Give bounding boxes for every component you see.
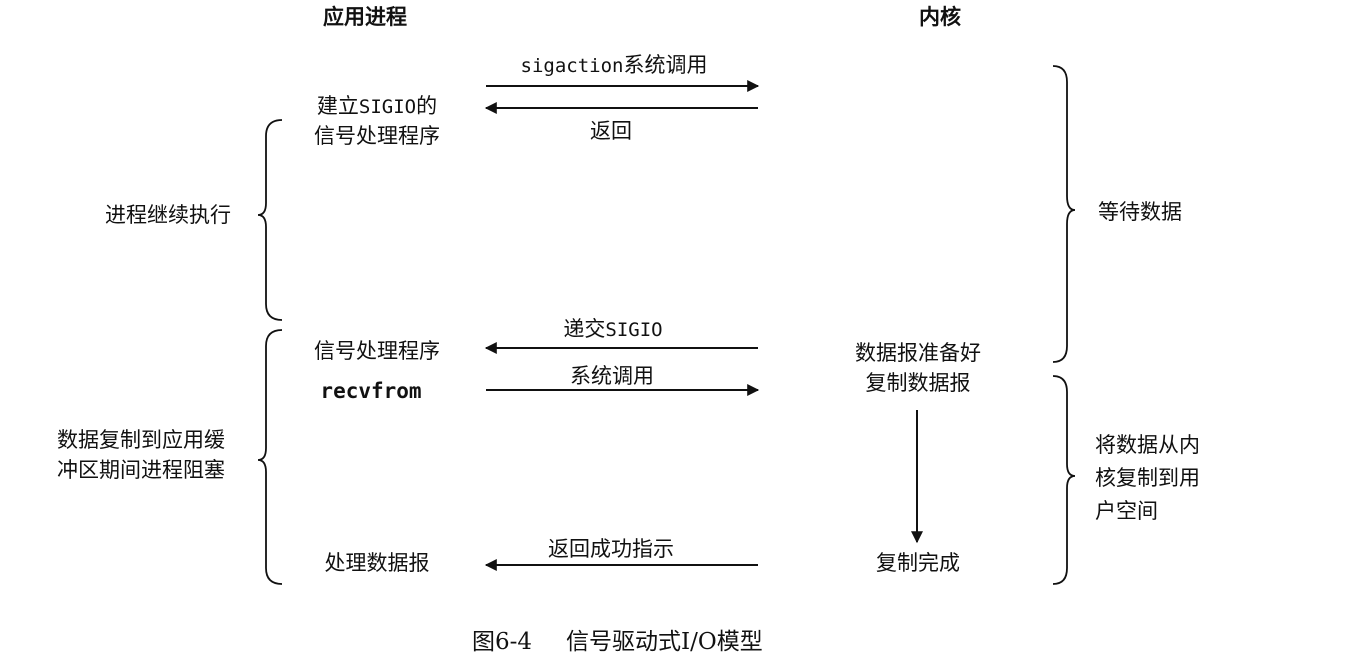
copy-complete-label: 复制完成 [876,551,960,575]
datagram-ready-label: 数据报准备好 [855,341,981,365]
copy-label-line3: 户空间 [1095,499,1158,523]
signal-handler-label: 信号处理程序 [314,339,440,363]
figure-number: 图6-4 [472,629,532,655]
return-label: 返回 [590,119,632,143]
copy-label-line2: 核复制到用 [1095,466,1200,490]
return-success-label: 返回成功指示 [548,537,674,561]
app-process-header: 应用进程 [323,5,407,29]
syscall-label: 系统调用 [570,364,654,388]
process-datagram-label: 处理数据报 [325,551,430,575]
blocked-label-line1: 数据复制到应用缓 [57,428,225,452]
establish-handler-label: 信号处理程序 [314,124,440,148]
wait-for-data-label: 等待数据 [1098,200,1182,224]
copy-datagram-label: 复制数据报 [866,371,971,395]
right-brace-wait-for-data [1052,65,1076,363]
recvfrom-label: recvfrom [320,379,421,403]
kernel-header: 内核 [919,5,961,29]
left-brace-process-continues [257,119,283,321]
copy-label-line1: 将数据从内 [1095,433,1200,457]
establish-sigio-label: 建立SIGIO的 [317,94,437,118]
blocked-label-line2: 冲区期间进程阻塞 [57,458,225,482]
sigaction-label: sigaction系统调用 [521,53,708,77]
left-brace-blocked [257,329,283,585]
process-continues-label: 进程继续执行 [105,203,231,227]
deliver-sigio-label: 递交SIGIO [563,317,662,341]
right-brace-copy [1052,375,1076,585]
figure-title: 信号驱动式I/O模型 [566,629,763,655]
